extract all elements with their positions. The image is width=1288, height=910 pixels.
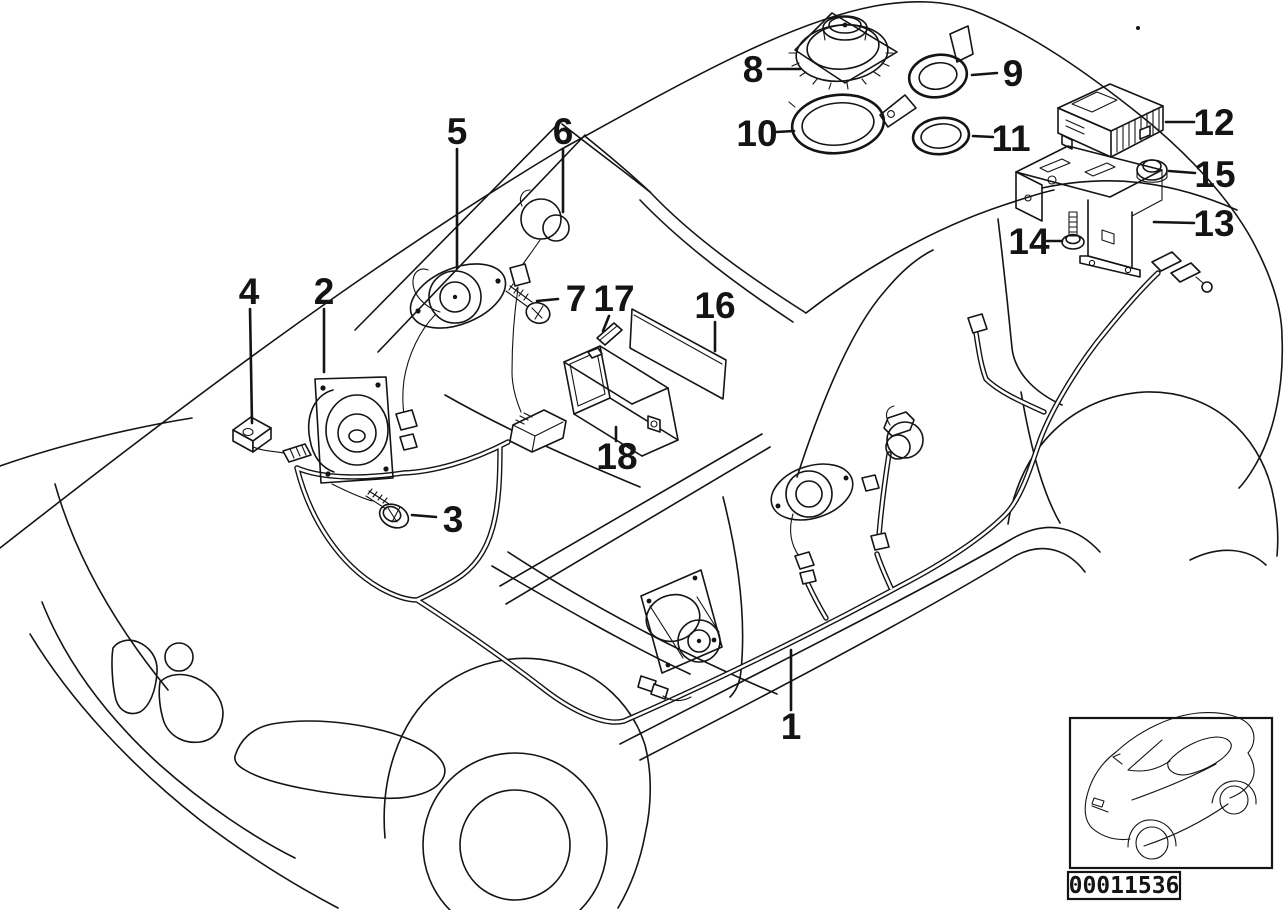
part-drawing-17-pin [596,322,623,346]
callout-leader-17 [601,314,611,333]
part-drawing-7-screw [505,283,551,325]
callout-label-16[interactable]: 16 [694,285,735,326]
front-wheel [422,752,608,910]
diagram-id-box: 00011536 [1066,870,1182,901]
callout-leader-10 [774,129,796,134]
ring-terminal [1201,281,1213,293]
part-drawing-2-front-speaker [308,376,394,502]
callout-label-18[interactable]: 18 [596,436,637,477]
branch-connector [967,313,988,334]
part-drawing-14-screw [1061,211,1085,250]
thumbnail-car-sketch [1084,712,1257,860]
branch-connector [870,532,890,551]
overview-thumbnail: 00011536 [1066,712,1274,901]
callout-leader-9 [970,71,999,77]
part-drawing-8-subwoofer [788,12,898,90]
callout-label-14[interactable]: 14 [1008,221,1050,262]
callout-leader-3 [410,513,438,519]
part-drawing-3-screw [365,488,410,529]
callout-leader-11 [971,134,995,139]
rear-wheel-arch [1007,391,1279,557]
part-drawing-6-tweeter [509,189,570,413]
callout-label-3[interactable]: 3 [443,499,464,540]
callout-label-12[interactable]: 12 [1193,102,1234,143]
callout-label-4[interactable]: 4 [239,271,260,312]
callout-labels: 1 2 3 4 5 6 7 8 9 10 11 12 13 14 15 16 1… [239,49,1236,747]
callout-leader-15 [1167,169,1197,175]
rear-tweeter-assembly [883,405,924,460]
part-drawing-18-radio-cage [563,345,679,457]
front-intake [234,720,446,800]
door-mid-speaker-assembly [770,463,854,585]
callout-label-17[interactable]: 17 [593,278,634,319]
harness-rear-connectors [1151,251,1213,293]
diagram-id-text: 00011536 [1069,873,1180,899]
part-drawing-9-bracket [879,25,974,128]
callout-leader-13 [1152,220,1196,225]
callout-label-15[interactable]: 15 [1194,154,1235,195]
callout-leader-7 [535,297,560,303]
part-drawing-13-bracket [1015,145,1163,278]
kidney-grille-left [111,639,158,715]
callout-label-8[interactable]: 8 [743,49,764,90]
part-drawing-5-mid-speaker [395,263,507,451]
part-drawing-4-clip [232,416,312,463]
roundel-emblem [164,642,194,672]
kidney-grille-right [158,673,224,744]
front-wheel-arch [383,657,652,909]
branch-connector [861,474,880,492]
part-drawing-11-seal-ring [911,116,971,156]
part-drawing-10-trim-ring [788,93,886,155]
part-drawing-12-amplifier [1057,83,1164,158]
wiring-harness-part-1 [294,251,1213,725]
callout-label-1[interactable]: 1 [781,706,802,747]
callout-label-7[interactable]: 7 [566,278,587,319]
door-woofer-assembly [637,569,723,702]
callout-leaders [248,67,1197,712]
callout-leader-4 [248,307,254,425]
harness-main-connector [509,409,567,453]
part-drawing-15-grommet [1136,159,1168,183]
callout-label-2[interactable]: 2 [314,271,335,312]
callout-label-11[interactable]: 11 [991,118,1030,159]
callout-label-6[interactable]: 6 [553,111,574,152]
callout-label-10[interactable]: 10 [736,113,777,154]
callout-label-5[interactable]: 5 [447,111,468,152]
part-drawing-16-plate [629,308,727,400]
callout-label-13[interactable]: 13 [1193,203,1234,244]
callout-label-9[interactable]: 9 [1003,53,1024,94]
